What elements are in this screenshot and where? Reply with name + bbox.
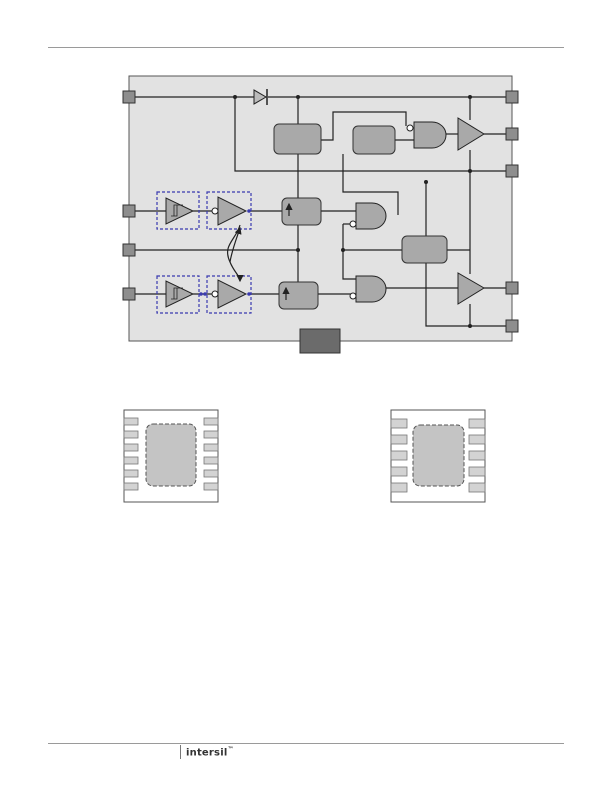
header-rule (48, 47, 564, 48)
inverter-bubble (211, 207, 219, 215)
footer-rule (48, 743, 564, 744)
input-stage-lower-b (206, 275, 252, 314)
and-gate-bottom (355, 275, 387, 303)
pin-right-2 (505, 127, 519, 141)
connection-dots (199, 209, 251, 296)
and-gate-top (413, 121, 447, 149)
pin-left-3 (122, 243, 136, 257)
hysteresis-icon (171, 287, 183, 300)
hysteresis-icon (171, 204, 183, 217)
schmitt-buffer-upper (165, 197, 195, 225)
output-driver-bottom (457, 272, 485, 305)
logic-block-top-center (352, 125, 396, 155)
schmitt-buffer-lower (165, 280, 195, 308)
inverter-bubble (211, 290, 219, 298)
output-driver-top (457, 117, 485, 151)
pin-right-4 (505, 281, 519, 295)
input-stage-upper-b (206, 191, 252, 230)
ground-pad (299, 328, 341, 354)
logic-block-top-left (273, 123, 322, 155)
package-left (123, 409, 219, 503)
company-logo: intersil™ (186, 746, 234, 758)
inverter-bubble (349, 292, 357, 300)
input-stage-upper-a (156, 191, 200, 230)
input-stage-lower-a (156, 275, 200, 314)
logo-text: intersil (186, 747, 228, 759)
package-right (390, 409, 486, 503)
inverting-buffer-upper (217, 196, 248, 226)
inverter-bubble (406, 124, 414, 132)
logic-block-right (401, 235, 448, 264)
pin-left-1 (122, 90, 136, 104)
linking-arrow (229, 226, 242, 263)
logo-trademark: ™ (227, 746, 234, 753)
pin-left-2 (122, 204, 136, 218)
diode-symbol (253, 89, 268, 105)
edge-block-upper (281, 197, 322, 226)
inverting-buffer-lower (217, 279, 248, 309)
and-gate-middle (355, 202, 387, 230)
edge-block-lower (278, 281, 319, 310)
pin-left-4 (122, 287, 136, 301)
exposed-pad (412, 424, 465, 487)
exposed-pad (145, 423, 197, 487)
pin-right-3 (505, 164, 519, 178)
pin-right-5 (505, 319, 519, 333)
inverter-bubble (349, 220, 357, 228)
footer-divider (180, 745, 181, 759)
pin-right-1 (505, 90, 519, 104)
